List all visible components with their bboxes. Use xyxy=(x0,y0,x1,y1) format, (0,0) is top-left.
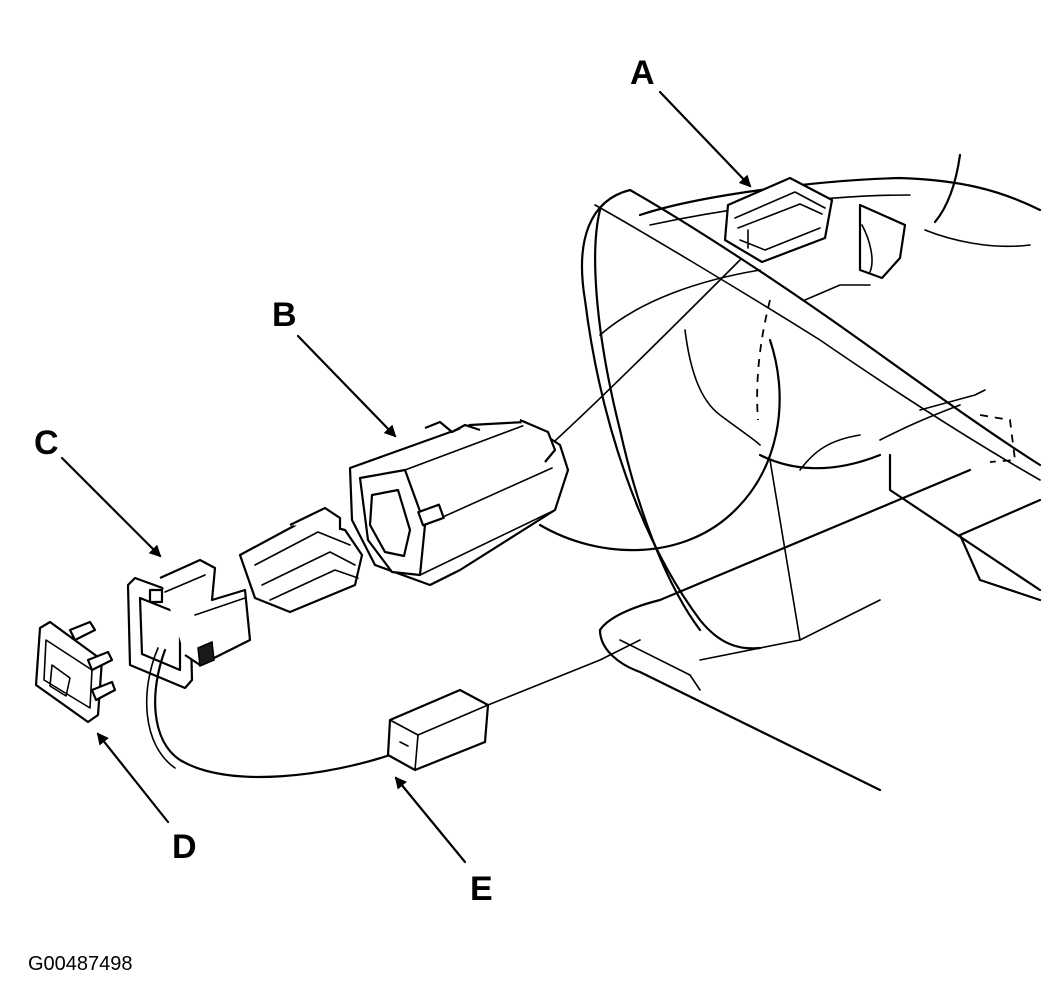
part-c-housing xyxy=(126,558,252,690)
callout-d: D xyxy=(172,828,197,866)
arrow-d xyxy=(96,732,170,824)
callout-c: C xyxy=(34,424,59,462)
wire-e-to-dash xyxy=(487,639,641,706)
part-d-switch xyxy=(34,620,117,724)
callout-a: A xyxy=(630,54,655,92)
wire-c-to-e xyxy=(154,648,392,779)
connector-plug xyxy=(238,506,364,614)
callout-e: E xyxy=(470,870,493,908)
wire-to-a xyxy=(544,259,741,451)
dashboard-outline xyxy=(580,153,1042,792)
part-a-switch xyxy=(723,176,834,264)
arrow-a xyxy=(658,90,752,188)
part-e-connector xyxy=(386,688,490,772)
part-b-boot xyxy=(348,418,570,587)
arrow-b xyxy=(296,334,397,438)
arrow-c xyxy=(60,456,162,558)
wire-loop xyxy=(538,338,781,552)
arrow-e xyxy=(394,776,467,864)
callout-b: B xyxy=(272,296,297,334)
figure-id: G00487498 xyxy=(28,953,133,975)
